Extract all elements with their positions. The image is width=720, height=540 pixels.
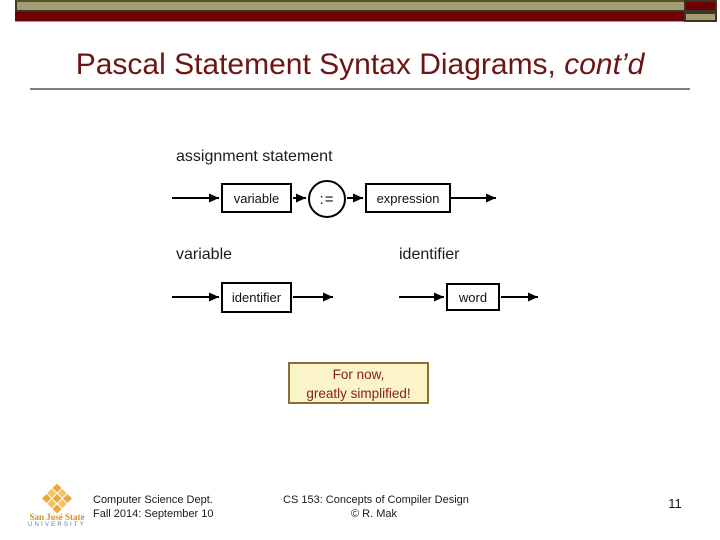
syntax-box-word: word — [446, 283, 500, 311]
footer-course-block: CS 153: Concepts of Compiler Design © R.… — [283, 494, 469, 521]
title-divider — [30, 88, 690, 90]
header-bars — [15, 0, 717, 22]
sjsu-logo-university: UNIVERSITY — [27, 522, 86, 528]
syntax-box-expression: expression — [365, 183, 451, 213]
note-line-1: For now, — [332, 367, 385, 382]
page-number: 11 — [668, 496, 682, 511]
diagram-label-identifier: identifier — [399, 246, 460, 263]
sjsu-logo-name: San José State — [29, 512, 85, 522]
footer-course-line: CS 153: Concepts of Compiler Design — [283, 494, 469, 506]
diagram-label-variable: variable — [176, 246, 233, 263]
syntax-box-identifier: identifier — [221, 282, 292, 313]
footer-department-block: Computer Science Dept. Fall 2014: Septem… — [93, 494, 213, 521]
note-box: For now, greatly simplified! — [288, 362, 429, 404]
sjsu-logo-icon — [42, 484, 72, 514]
syntax-circle-assign-operator: := — [308, 180, 346, 218]
slide-title-suffix: cont’d — [564, 48, 645, 81]
diagram-label-assignment-statement: assignment statement — [176, 148, 333, 165]
header-bar-maroon — [15, 12, 684, 22]
slide-title: Pascal Statement Syntax Diagrams, cont’d — [0, 47, 720, 83]
footer-dept-line: Computer Science Dept. — [93, 494, 213, 506]
header-bar-endcap-maroon — [684, 0, 717, 12]
syntax-box-variable: variable — [221, 183, 292, 213]
header-bar-endcap-khaki — [684, 12, 717, 22]
footer-date-line: Fall 2014: September 10 — [93, 507, 214, 520]
header-bar-khaki — [15, 0, 684, 12]
sjsu-quilt-diamond — [42, 484, 72, 514]
note-line-2: greatly simplified! — [306, 386, 411, 401]
footer-copyright-line: © R. Mak — [351, 507, 397, 520]
slide-title-main: Pascal Statement Syntax Diagrams, — [75, 48, 565, 81]
